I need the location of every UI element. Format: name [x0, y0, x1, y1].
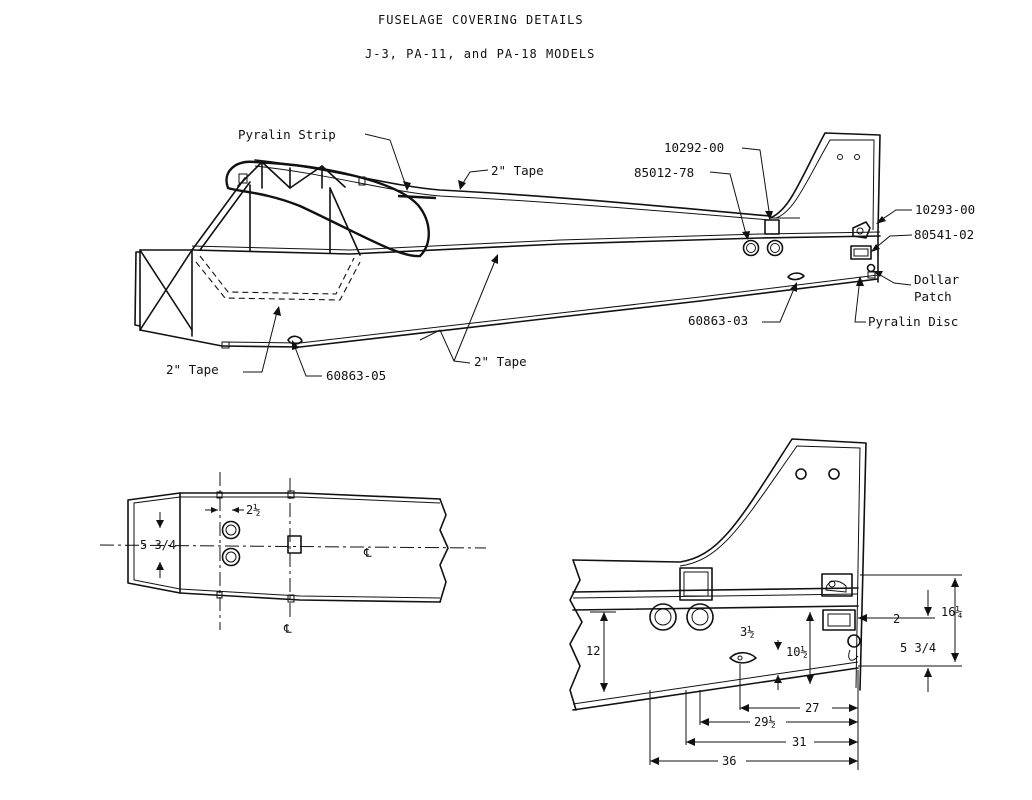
dim-29-1-2: 29½: [754, 715, 776, 729]
tail-drain-grommet: [729, 651, 757, 664]
label-tape-bottom-left: 2" Tape: [166, 362, 219, 377]
tail-detail: [569, 438, 962, 770]
patch-80541: [850, 245, 872, 260]
upper-longeron: [191, 235, 881, 255]
dim-top-offset: 2½: [246, 503, 260, 517]
side-view-fuselage: [134, 132, 881, 349]
label-pyralin-disc: Pyralin Disc: [868, 314, 958, 329]
dim-top-width: 5 3/4: [140, 538, 176, 552]
lower-longeron: [221, 278, 879, 348]
label-part-10292: 10292-00: [664, 140, 724, 155]
centerline: [99, 544, 487, 549]
dim-16-1-4: 16¼: [941, 605, 963, 619]
label-tape-top: 2" Tape: [491, 163, 544, 178]
label-part-60863-03: 60863-03: [688, 313, 748, 328]
dim-31: 31: [792, 735, 806, 749]
label-part-60863-05: 60863-05: [326, 368, 386, 383]
top-view-ring-2: [221, 547, 241, 567]
patch-10293: [852, 221, 871, 239]
drain-grommet-05: [287, 335, 303, 345]
label-tape-bottom-right: 2" Tape: [474, 354, 527, 369]
inspection-ring-2: [766, 239, 784, 257]
tail-upper-longeron: [572, 587, 859, 593]
centerline-mark-1: ℄: [363, 546, 372, 560]
dim-5-3-4: 5 3/4: [900, 641, 936, 655]
dim-2: 2: [893, 612, 900, 626]
tail-ring-1: [649, 603, 677, 631]
pyralin-strip: [397, 194, 437, 200]
drawing-subtitle: J-3, PA-11, and PA-18 MODELS: [365, 47, 596, 61]
tail-fin-outline: [572, 438, 867, 691]
patch-10292: [764, 219, 780, 235]
side-view-leaders: [243, 133, 913, 377]
tail-break-line: [569, 559, 583, 711]
dim-12: 12: [586, 644, 600, 658]
top-view-patch: [287, 535, 302, 554]
tail-ring-2: [686, 603, 714, 631]
dollar-patch: [866, 263, 876, 273]
top-view-ring-1: [221, 520, 241, 540]
label-dollar: Dollar: [914, 272, 960, 287]
top-view-outline: [127, 492, 441, 603]
drain-grommet-03: [787, 272, 805, 281]
vertical-fin: [769, 132, 881, 233]
inspection-ring-1: [742, 239, 760, 257]
centerline-mark-2: ℄: [283, 622, 292, 636]
label-patch: Patch: [914, 289, 952, 304]
label-part-10293: 10293-00: [915, 202, 975, 217]
dim-10-1-2: 10½: [786, 645, 808, 659]
dim-27: 27: [805, 701, 819, 715]
label-pyralin-strip: Pyralin Strip: [238, 127, 336, 142]
top-view-fuselage: [99, 472, 487, 630]
dim-36: 36: [722, 754, 736, 768]
dim-3-1-2: 3½: [740, 625, 754, 639]
break-line: [439, 498, 449, 603]
wing-airfoil: [225, 160, 430, 258]
drawing-title: FUSELAGE COVERING DETAILS: [378, 13, 584, 27]
label-part-80541: 80541-02: [914, 227, 974, 242]
label-part-85012: 85012-78: [634, 165, 694, 180]
turtle-deck: [254, 159, 771, 217]
nose-outline: [134, 251, 141, 327]
